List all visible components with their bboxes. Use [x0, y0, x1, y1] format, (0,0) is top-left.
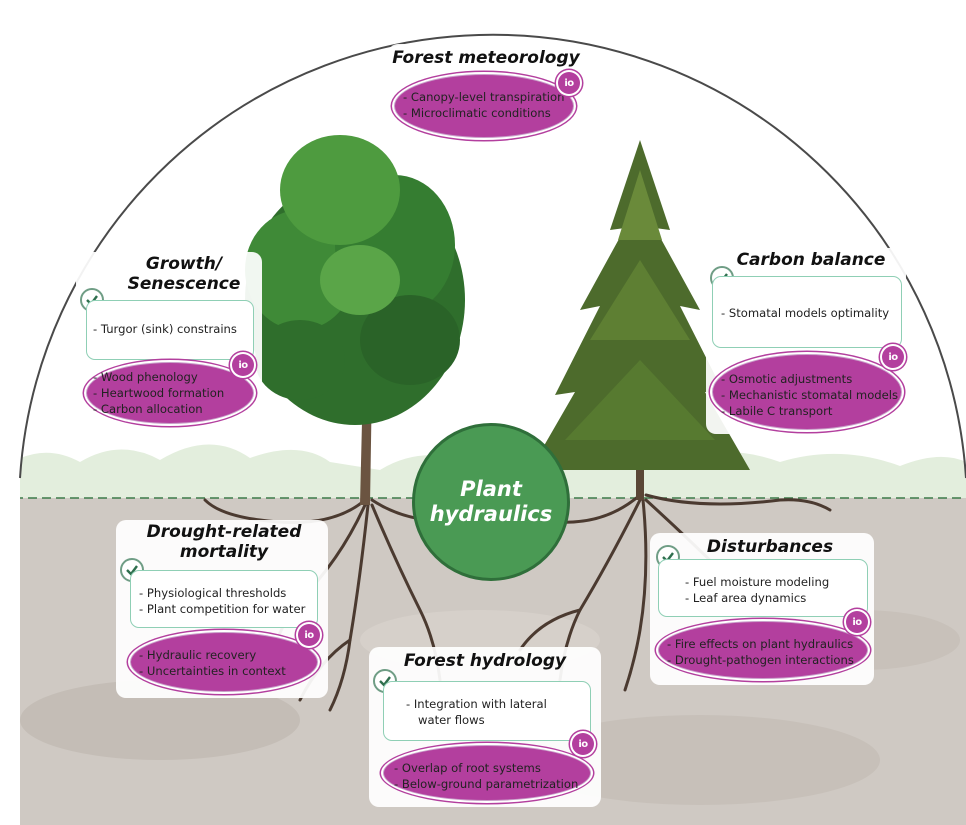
panel-drought-mortality: Drought-related mortality - Physiologica… — [116, 520, 328, 698]
hub-label-line1: Plant — [460, 477, 522, 501]
io-list: - Hydraulic recovery - Uncertainties in … — [139, 647, 286, 679]
list-item: - Turgor (sink) constrains — [93, 322, 237, 336]
io-badge-icon: io — [846, 611, 868, 633]
list-item: - Fire effects on plant hydraulics — [667, 637, 854, 651]
panel-title-line1: Drought-related — [146, 522, 302, 542]
list-item: - Below-ground parametrization — [394, 777, 579, 791]
panel-title-line2: Senescence — [127, 274, 241, 294]
panel-title: Drought-related mortality — [134, 522, 314, 562]
io-box: - Hydraulic recovery - Uncertainties in … — [130, 632, 318, 692]
list-item: - Wood phenology — [93, 370, 198, 384]
list-item: - Microclimatic conditions — [403, 106, 551, 120]
list-item: - Uncertainties in context — [139, 664, 286, 678]
io-box: - Canopy-level transpiration - Microclim… — [394, 74, 574, 138]
io-box: - Wood phenology - Heartwood formation -… — [86, 362, 254, 424]
check-box: - Stomatal models optimality — [712, 276, 902, 348]
panel-title: Forest hydrology — [403, 651, 567, 671]
io-list: - Canopy-level transpiration - Microclim… — [403, 89, 564, 121]
list-item: - Labile C transport — [721, 404, 833, 418]
io-list: - Wood phenology - Heartwood formation -… — [93, 369, 224, 417]
panel-title: Carbon balance — [736, 250, 886, 270]
panel-title: Disturbances — [706, 537, 834, 557]
list-item: - Fuel moisture modeling — [685, 575, 830, 589]
panel-title: Forest meteorology — [392, 48, 580, 68]
check-list: - Turgor (sink) constrains — [93, 321, 237, 337]
list-item: - Hydraulic recovery — [139, 648, 257, 662]
list-item: - Carbon allocation — [93, 402, 203, 416]
list-item: - Overlap of root systems — [394, 761, 541, 775]
panel-forest-meteorology: Forest meteorology - Canopy-level transp… — [388, 44, 584, 146]
list-item: - Physiological thresholds — [139, 586, 287, 600]
list-item: - Leaf area dynamics — [685, 591, 807, 605]
io-badge-icon: io — [882, 346, 904, 368]
list-item: water flows — [418, 713, 485, 727]
list-item: - Drought-pathogen interactions — [667, 653, 854, 667]
list-item: - Canopy-level transpiration — [403, 90, 565, 104]
list-item: - Osmotic adjustments — [721, 372, 853, 386]
list-item: - Mechanistic stomatal models — [721, 388, 899, 402]
panel-disturbances: Disturbances - Fuel moisture modeling - … — [650, 533, 874, 685]
panel-carbon-balance: Carbon balance - Stomatal models optimal… — [706, 248, 906, 434]
list-item: - Heartwood formation — [93, 386, 225, 400]
io-box: - Fire effects on plant hydraulics - Dro… — [658, 621, 868, 679]
io-list: - Osmotic adjustments - Mechanistic stom… — [721, 371, 898, 419]
check-list: - Stomatal models optimality — [721, 305, 889, 321]
check-box: - Integration with lateral water flows — [383, 681, 591, 741]
panel-forest-hydrology: Forest hydrology - Integration with late… — [369, 647, 601, 807]
list-item: - Integration with lateral — [406, 697, 547, 711]
check-list: - Fuel moisture modeling - Leaf area dyn… — [685, 574, 829, 606]
conifer-tree — [530, 140, 750, 500]
list-item: - Plant competition for water — [139, 602, 306, 616]
hub-label: Plant hydraulics — [430, 477, 553, 527]
plant-hydraulics-hub: Plant hydraulics — [412, 423, 570, 581]
list-item: - Stomatal models optimality — [721, 306, 890, 320]
io-badge-icon: io — [232, 354, 254, 376]
io-list: - Fire effects on plant hydraulics - Dro… — [667, 636, 854, 668]
panel-growth-senescence: Growth/ Senescence - Turgor (sink) const… — [76, 252, 262, 428]
io-list: - Overlap of root systems - Below-ground… — [394, 760, 578, 792]
io-badge-icon: io — [558, 72, 580, 94]
panel-title-line2: mortality — [179, 542, 269, 562]
check-list: - Physiological thresholds - Plant compe… — [139, 585, 305, 617]
check-list: - Integration with lateral water flows — [406, 696, 547, 728]
io-badge-icon: io — [298, 624, 320, 646]
io-badge-icon: io — [572, 733, 594, 755]
hub-label-line2: hydraulics — [429, 502, 553, 526]
io-box: - Overlap of root systems - Below-ground… — [383, 745, 591, 801]
panel-title: Growth/ Senescence — [106, 254, 262, 294]
panel-title-line1: Growth/ — [145, 254, 223, 274]
check-box: - Turgor (sink) constrains — [86, 300, 254, 360]
check-box: - Fuel moisture modeling - Leaf area dyn… — [658, 559, 868, 617]
deciduous-tree — [245, 135, 465, 505]
io-box: - Osmotic adjustments - Mechanistic stom… — [712, 354, 902, 430]
check-box: - Physiological thresholds - Plant compe… — [130, 570, 318, 628]
